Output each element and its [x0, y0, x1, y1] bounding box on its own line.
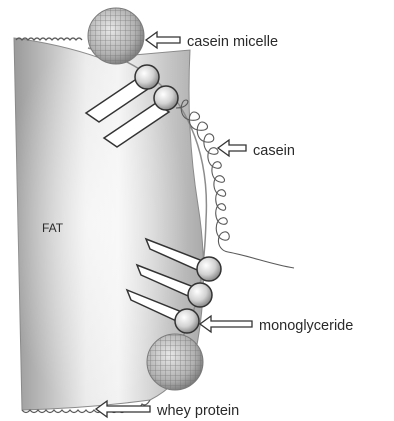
- arrow-casein-micelle: [146, 32, 180, 48]
- label-whey-protein: whey protein: [156, 403, 239, 419]
- arrow-casein: [218, 140, 246, 156]
- label-fat: FAT: [42, 221, 64, 235]
- label-casein-micelle: casein micelle: [187, 34, 278, 50]
- arrow-monoglyceride: [200, 316, 252, 332]
- label-casein: casein: [253, 143, 295, 159]
- label-monoglyceride: monoglyceride: [259, 318, 353, 334]
